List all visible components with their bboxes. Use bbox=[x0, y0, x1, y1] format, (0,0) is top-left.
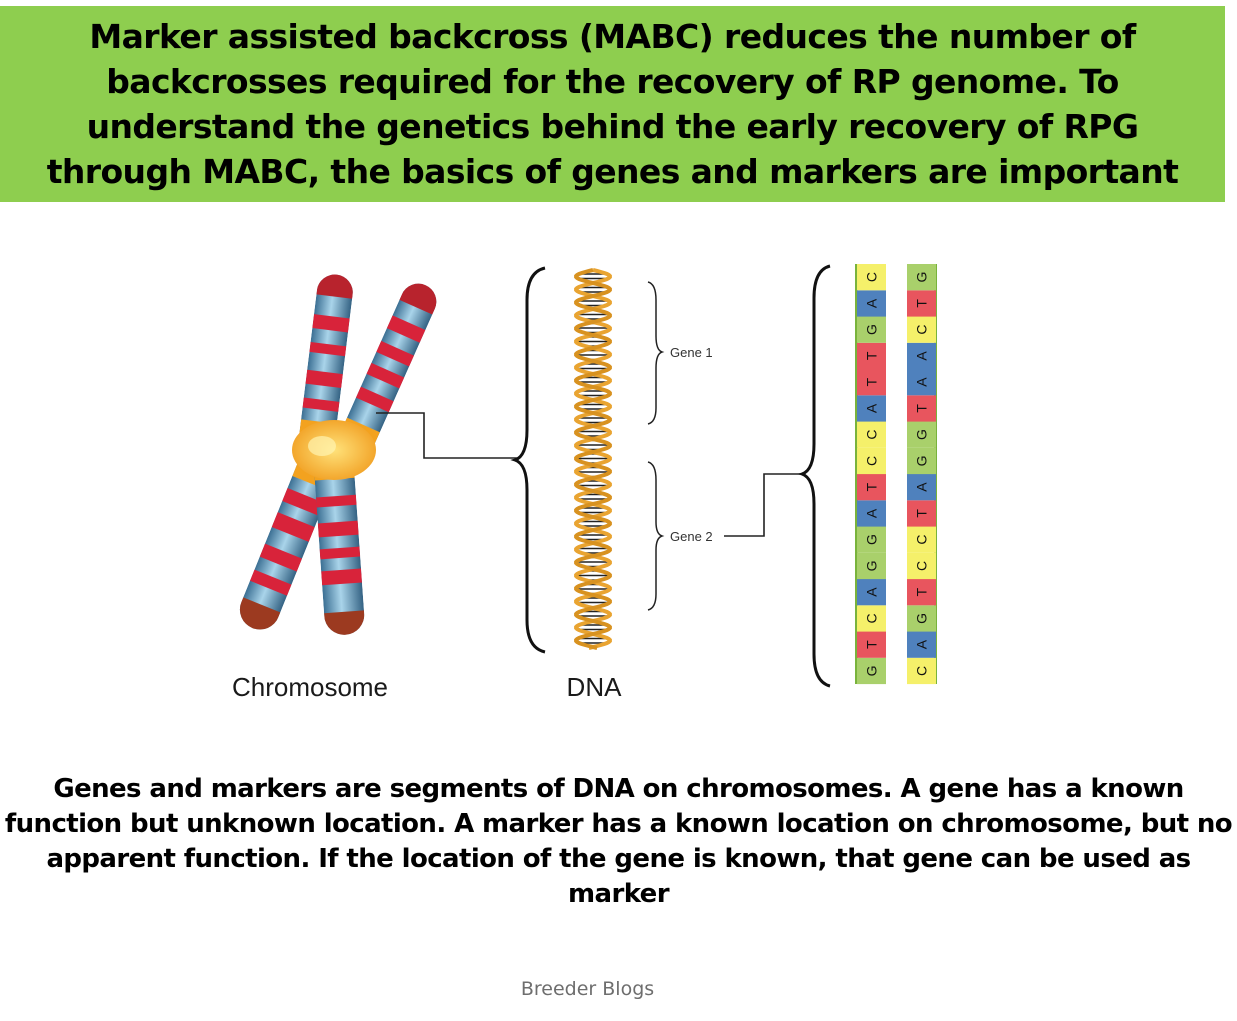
base-cell bbox=[857, 605, 886, 632]
base-letter: C bbox=[913, 666, 929, 676]
base-sequence: G T C A G G A T C C A T T G A C C A G T C C T A G G T A A C T G bbox=[855, 264, 937, 685]
base-cell bbox=[907, 369, 936, 396]
base-cell bbox=[857, 421, 886, 448]
base-cell bbox=[907, 657, 936, 685]
page-title: Marker assisted backcross (MABC) reduces… bbox=[46, 17, 1179, 191]
dna-label: DNA bbox=[567, 672, 623, 702]
base-cell bbox=[907, 474, 936, 501]
base-letter: A bbox=[863, 298, 879, 308]
base-cell bbox=[907, 342, 936, 370]
base-cell bbox=[907, 552, 936, 580]
base-cell bbox=[907, 526, 936, 553]
base-letter: G bbox=[864, 324, 880, 335]
base-letter: G bbox=[913, 613, 929, 624]
title-banner: Marker assisted backcross (MABC) reduces… bbox=[0, 6, 1225, 202]
gene1-brace bbox=[647, 281, 665, 425]
base-cell bbox=[857, 447, 886, 475]
base-cell bbox=[857, 290, 886, 317]
sequence-brace bbox=[797, 264, 831, 688]
base-cell bbox=[907, 290, 936, 317]
base-letter: C bbox=[863, 456, 879, 466]
base-cell bbox=[907, 500, 936, 527]
caption-text: Genes and markers are segments of DNA on… bbox=[4, 774, 1233, 909]
base-cell bbox=[907, 395, 936, 422]
gene1-label: Gene 1 bbox=[670, 345, 713, 360]
base-letter: T bbox=[864, 482, 880, 491]
base-letter: A bbox=[863, 508, 879, 518]
base-cell bbox=[857, 500, 886, 527]
base-letter: C bbox=[864, 272, 880, 282]
base-letter: G bbox=[914, 272, 930, 283]
base-letter: T bbox=[914, 587, 930, 596]
sequence-backbone bbox=[855, 264, 858, 684]
dna-backbone bbox=[574, 268, 612, 650]
base-letter: G bbox=[914, 429, 930, 440]
base-letter: A bbox=[863, 403, 879, 413]
base-cell bbox=[907, 579, 936, 606]
base-cell bbox=[857, 264, 886, 291]
connector-chromosome-dna bbox=[376, 412, 518, 459]
dna-brace bbox=[510, 266, 546, 654]
base-cell bbox=[857, 552, 886, 580]
base-letter: C bbox=[864, 430, 880, 440]
base-cell bbox=[857, 474, 886, 501]
base-letter: G bbox=[863, 665, 879, 676]
gene2-brace bbox=[647, 461, 665, 611]
base-cell bbox=[857, 526, 886, 553]
base-cell bbox=[907, 421, 936, 448]
base-letter: C bbox=[913, 561, 929, 571]
base-cell bbox=[907, 264, 936, 291]
base-letter: G bbox=[863, 560, 879, 571]
base-letter: A bbox=[913, 351, 929, 361]
chromosome bbox=[233, 272, 443, 637]
base-cell bbox=[857, 579, 886, 606]
dna-backbone bbox=[574, 268, 612, 650]
base-cell bbox=[857, 316, 886, 343]
base-letter: A bbox=[914, 482, 930, 492]
base-letter: C bbox=[914, 535, 930, 545]
base-letter: C bbox=[914, 325, 930, 335]
base-cell bbox=[857, 342, 886, 370]
gene-marker-diagram: Gene 1 Gene 2 GTCAGGATCCATTGACCAGTCCTAGG… bbox=[232, 264, 937, 702]
base-cell bbox=[907, 447, 936, 475]
base-letter: G bbox=[864, 534, 880, 545]
base-letter: A bbox=[864, 587, 880, 597]
base-letter: T bbox=[864, 377, 880, 386]
base-letter: T bbox=[864, 640, 880, 649]
base-letter: T bbox=[913, 404, 929, 413]
chromosome-label: Chromosome bbox=[232, 672, 388, 702]
base-cell bbox=[857, 395, 886, 422]
base-letter: T bbox=[913, 299, 929, 308]
base-letter: A bbox=[914, 377, 930, 387]
base-cell bbox=[857, 631, 886, 658]
base-cell bbox=[907, 631, 936, 658]
base-letter: G bbox=[913, 455, 929, 466]
base-letter: A bbox=[914, 639, 930, 649]
base-letter: C bbox=[863, 613, 879, 623]
base-cell bbox=[857, 657, 886, 685]
gene2-label: Gene 2 bbox=[670, 529, 713, 544]
connector-gene2-sequence bbox=[724, 473, 800, 537]
base-cell bbox=[857, 369, 886, 396]
footer-credit: Breeder Blogs bbox=[520, 978, 655, 1000]
base-cell bbox=[907, 316, 936, 343]
dna-helix bbox=[574, 268, 612, 650]
base-letter: T bbox=[863, 351, 879, 360]
base-letter: T bbox=[913, 509, 929, 518]
base-cell bbox=[907, 605, 936, 632]
